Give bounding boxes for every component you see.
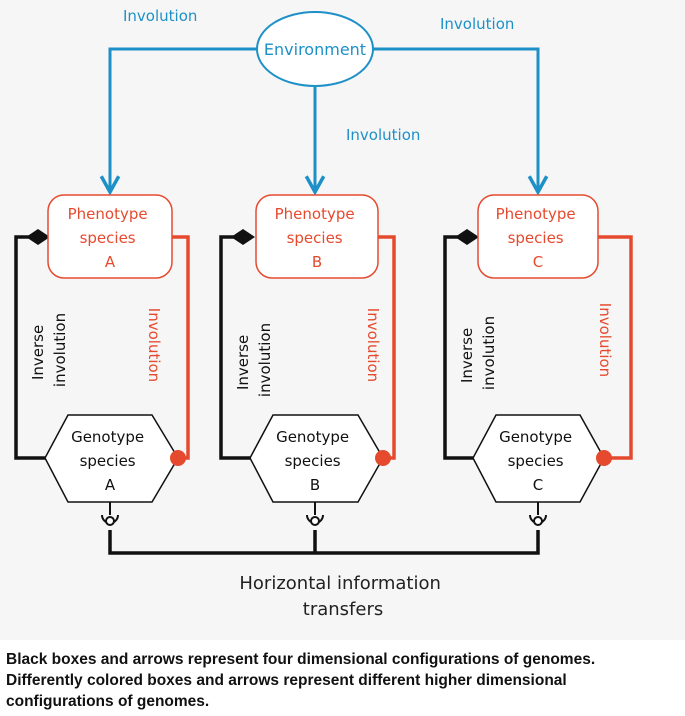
column-a: Phenotype species A Genotype species A I… bbox=[14, 194, 190, 526]
svg-text:Phenotype species: Phenotype species A bbox=[68, 205, 153, 271]
involution-side-label-c: Involution bbox=[596, 303, 614, 377]
arrow-env-to-a bbox=[110, 47, 258, 192]
svg-text:Horizontal information tra: Horizontal information transfers bbox=[239, 573, 446, 620]
environment-node bbox=[256, 11, 374, 87]
caption-line-3: configurations of genomes. bbox=[6, 693, 210, 710]
diagram-background bbox=[0, 0, 685, 640]
column-c: Phenotype species C Genotype species C I… bbox=[443, 194, 633, 526]
phenotype-c-line2: species bbox=[508, 229, 564, 247]
svg-text:Inverse involution: Inverse involution bbox=[29, 313, 69, 387]
phenotype-box-b bbox=[255, 194, 379, 279]
svg-text:Inverse involution: Inverse involution bbox=[458, 316, 498, 390]
genotype-hexagon-a bbox=[44, 414, 179, 503]
genotype-c-line3: C bbox=[533, 476, 543, 494]
phenotype-c-line1: Phenotype bbox=[496, 205, 576, 223]
svg-text:Genotype species C: Genotype species C bbox=[499, 428, 577, 494]
phenotype-a-line2: species bbox=[80, 229, 136, 247]
inverse-involution-c-line2: involution bbox=[480, 316, 498, 390]
inverse-involution-c-line1: Inverse bbox=[458, 328, 476, 383]
involution-origin-dot-a bbox=[170, 450, 186, 466]
genotype-a-line1: Genotype bbox=[71, 428, 144, 446]
transfer-connector-a bbox=[101, 502, 119, 526]
involution-label-top-left: Involution bbox=[123, 7, 197, 25]
inverse-involution-b-line2: involution bbox=[256, 323, 274, 397]
phenotype-b-line1: Phenotype bbox=[275, 205, 355, 223]
genotype-b-line3: B bbox=[310, 476, 320, 494]
genotype-a-line2: species bbox=[80, 452, 136, 470]
horizontal-transfer-bus bbox=[108, 530, 540, 555]
svg-text:Genotype species A: Genotype species A bbox=[71, 428, 149, 494]
figure-caption: Black boxes and arrows represent four di… bbox=[6, 649, 682, 712]
inverse-involution-b-line1: Inverse bbox=[234, 335, 252, 390]
phenotype-box-a bbox=[47, 194, 173, 279]
svg-text:Phenotype species: Phenotype species B bbox=[275, 205, 360, 271]
phenotype-box-c bbox=[477, 194, 599, 279]
diamond-head-a bbox=[26, 229, 50, 245]
involution-label-top-right: Involution bbox=[440, 15, 514, 33]
genotype-hexagon-b bbox=[249, 414, 384, 503]
genotype-a-line3: A bbox=[105, 476, 116, 494]
inverse-involution-arrow-b bbox=[219, 235, 265, 460]
column-b: Phenotype species B Genotype species B I… bbox=[219, 194, 396, 526]
diamond-head-c bbox=[455, 229, 479, 245]
transfer-connector-c bbox=[529, 502, 547, 526]
involution-arrow-c bbox=[598, 235, 633, 460]
genotype-b-line1: Genotype bbox=[276, 428, 349, 446]
inverse-involution-arrow-c bbox=[443, 235, 489, 460]
inverse-involution-a-line2: involution bbox=[51, 313, 69, 387]
horizontal-transfer-line2: transfers bbox=[303, 599, 383, 620]
genotype-b-line2: species bbox=[285, 452, 341, 470]
involution-side-label-a: Involution bbox=[145, 308, 163, 382]
inverse-involution-a-line1: Inverse bbox=[29, 325, 47, 380]
transfer-connector-b bbox=[306, 502, 324, 526]
horizontal-transfer-line1: Horizontal information bbox=[239, 573, 441, 594]
svg-text:Phenotype species: Phenotype species C bbox=[496, 205, 581, 271]
inverse-involution-arrow-a bbox=[14, 235, 60, 460]
caption-line-1: Black boxes and arrows represent four di… bbox=[6, 651, 596, 668]
svg-text:Inverse involution: Inverse involution bbox=[234, 323, 274, 397]
genotype-hexagon-c bbox=[472, 414, 605, 503]
diamond-head-b bbox=[231, 229, 255, 245]
phenotype-b-line3: B bbox=[312, 253, 322, 271]
involution-label-center: Involution bbox=[346, 126, 420, 144]
environment-label: Environment bbox=[264, 40, 366, 59]
genotype-c-line2: species bbox=[508, 452, 564, 470]
phenotype-c-line3: C bbox=[533, 253, 543, 271]
genotype-c-line1: Genotype bbox=[499, 428, 572, 446]
phenotype-a-line1: Phenotype bbox=[68, 205, 148, 223]
arrow-env-to-c bbox=[373, 47, 538, 192]
phenotype-a-line3: A bbox=[105, 253, 116, 271]
environment-connectors bbox=[110, 47, 538, 192]
svg-text:Genotype species B: Genotype species B bbox=[276, 428, 354, 494]
caption-line-2: Differently colored boxes and arrows rep… bbox=[6, 672, 567, 689]
involution-side-label-b: Involution bbox=[364, 308, 382, 382]
involution-origin-dot-c bbox=[596, 450, 612, 466]
involution-origin-dot-b bbox=[375, 450, 391, 466]
phenotype-b-line2: species bbox=[287, 229, 343, 247]
